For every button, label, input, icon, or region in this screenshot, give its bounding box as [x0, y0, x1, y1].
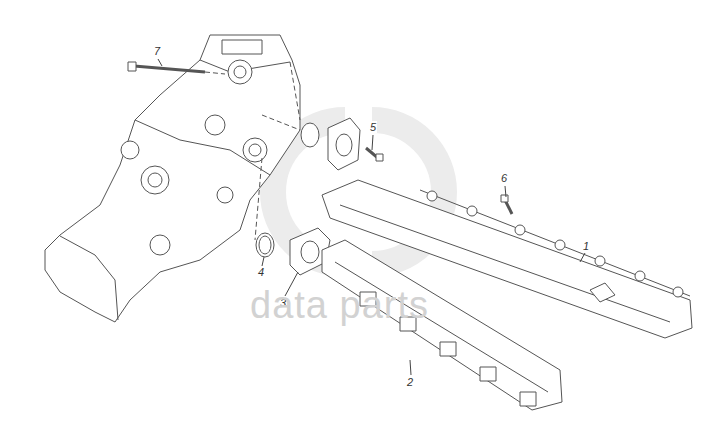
pipe-port — [480, 367, 496, 381]
o-ring — [301, 123, 319, 147]
flange-hole — [301, 241, 319, 263]
o-ring — [259, 236, 271, 254]
alignment-line — [205, 72, 225, 74]
housing-port — [148, 173, 162, 187]
rail-boss — [595, 256, 605, 266]
housing-port — [121, 141, 139, 159]
pipe-port — [520, 392, 536, 406]
rail-boss — [427, 191, 437, 201]
leader-line — [372, 135, 373, 150]
rail-boss — [673, 287, 683, 297]
callout-number: 4 — [257, 266, 265, 278]
housing-port — [141, 166, 169, 194]
bolt — [134, 66, 205, 72]
housing-port — [249, 144, 261, 156]
housing-port — [228, 60, 252, 84]
callout-number: 6 — [500, 172, 508, 184]
housing-port — [150, 235, 170, 255]
alignment-line — [255, 158, 262, 240]
pipe-edge — [335, 262, 548, 392]
callout-number: 5 — [369, 121, 377, 133]
callout-number: 1 — [582, 240, 590, 252]
pipe-2 — [322, 240, 562, 410]
housing — [45, 35, 300, 322]
bolt-head — [376, 154, 383, 161]
housing-detail — [222, 40, 262, 54]
leader-line — [505, 186, 506, 197]
housing-detail — [60, 236, 118, 320]
rail-boss — [635, 271, 645, 281]
housing-port — [234, 66, 246, 78]
housing-port — [205, 115, 225, 135]
alignment-line — [262, 115, 300, 130]
pipe-port — [440, 342, 456, 356]
housing-port — [243, 138, 267, 162]
rail-boss — [515, 225, 525, 235]
housing-port — [217, 187, 233, 203]
leader-line — [580, 253, 585, 262]
flange — [328, 118, 360, 170]
watermark: data parts — [250, 285, 429, 325]
callout-number: 7 — [153, 45, 161, 57]
pipe-fitting — [590, 283, 615, 302]
flange-hole — [336, 134, 352, 156]
leader-line — [262, 257, 264, 266]
leader-line — [410, 360, 411, 375]
bolt-head — [501, 195, 508, 202]
leader-line — [158, 59, 162, 66]
pipe-rail — [420, 190, 690, 296]
rail-boss — [467, 206, 477, 216]
bolt-head — [128, 62, 136, 71]
o-ring — [256, 233, 274, 257]
callout-number: 2 — [406, 376, 414, 388]
rail-boss — [555, 240, 565, 250]
alignment-line — [290, 62, 300, 120]
